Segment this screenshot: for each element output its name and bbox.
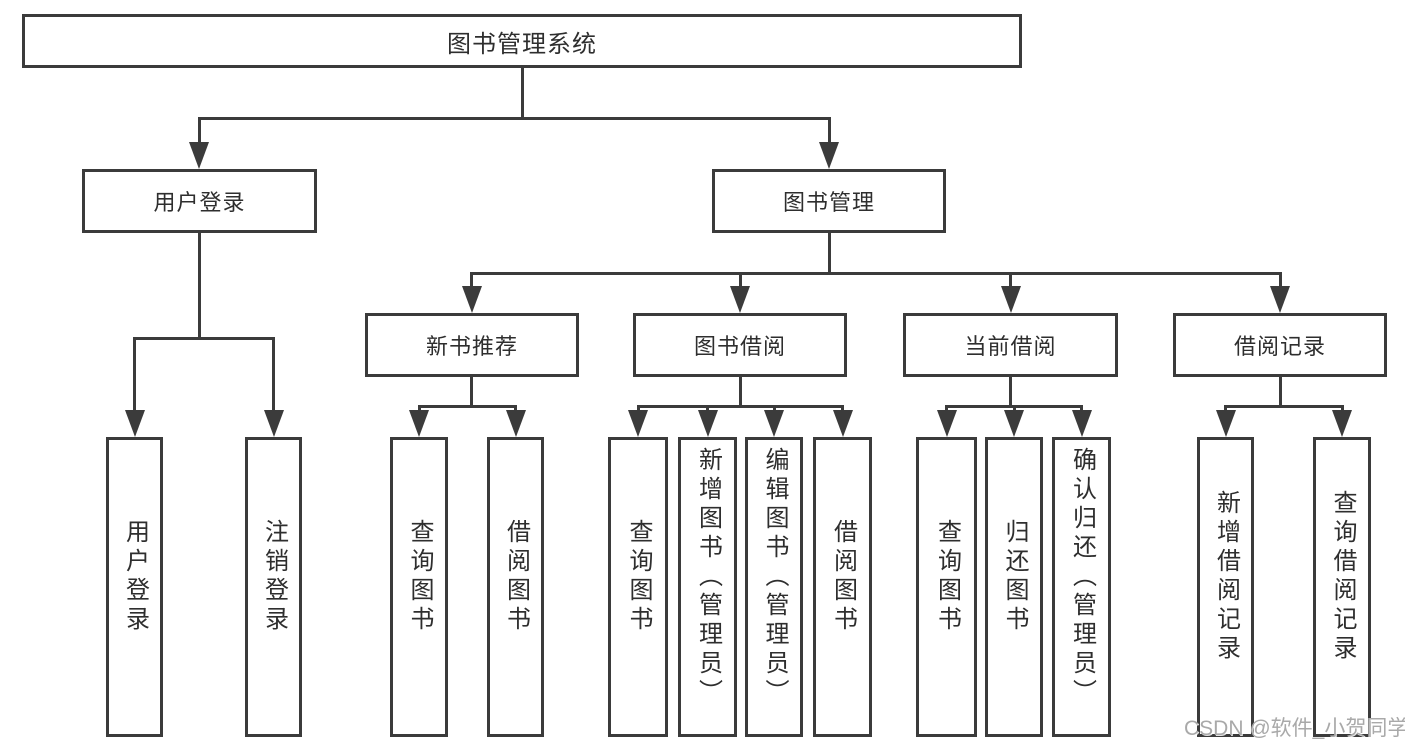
connector-drop-book-mgmt	[827, 117, 831, 147]
node-book-borrow: 图书借阅	[633, 313, 847, 377]
leaf-br-add-record: 新增借阅记录	[1197, 437, 1254, 737]
connector-drop-leaf-login	[133, 337, 136, 415]
connector-new-book-stem	[470, 377, 473, 405]
node-root-label: 图书管理系统	[447, 30, 597, 58]
leaf-cb-return-books: 归还图书	[985, 437, 1043, 737]
node-book-borrow-label: 图书借阅	[693, 334, 786, 359]
connector-borrow-record-branch	[1224, 405, 1343, 408]
arrowhead-bb-query	[628, 410, 648, 437]
arrowhead-book-borrow	[730, 286, 750, 313]
arrowhead-bb-borrow	[832, 410, 853, 437]
arrowhead-new-book	[461, 286, 482, 313]
connector-book-mgmt-stem	[827, 233, 831, 272]
arrowhead-user-login	[189, 142, 209, 169]
leaf-cb-return-books-label: 归还图书	[1001, 519, 1028, 635]
leaf-cb-confirm-return-admin-label: 确认归还（管理员）	[1068, 446, 1096, 708]
arrowhead-nb-query	[409, 410, 429, 437]
leaf-bb-borrow-books-label: 借阅图书	[829, 519, 857, 635]
connector-drop-leaf-logout	[272, 337, 275, 415]
connector-book-mgmt-branch	[470, 272, 1282, 275]
connector-root-stem	[520, 68, 524, 117]
connector-current-borrow-stem	[1009, 377, 1012, 405]
connector-drop-book-borrow	[738, 272, 742, 291]
leaf-nb-borrow-books: 借阅图书	[487, 437, 544, 737]
leaf-bb-query-books-label: 查询图书	[625, 519, 652, 635]
connector-drop-current-borrow	[1009, 272, 1012, 291]
leaf-bb-query-books: 查询图书	[608, 437, 668, 737]
arrowhead-cb-confirm	[1071, 410, 1092, 437]
arrowhead-br-query	[1332, 410, 1352, 437]
arrowhead-leaf-logout	[263, 410, 284, 437]
connector-book-borrow-branch	[636, 405, 844, 408]
arrowhead-br-add	[1215, 410, 1236, 437]
connector-user-login-branch	[133, 337, 275, 340]
leaf-cb-confirm-return-admin: 确认归还（管理员）	[1052, 437, 1111, 737]
node-borrow-record: 借阅记录	[1173, 313, 1387, 377]
node-user-login: 用户登录	[82, 169, 317, 233]
leaf-user-login: 用户登录	[106, 437, 163, 737]
arrowhead-bb-edit	[764, 410, 784, 437]
arrowhead-current-borrow	[1000, 286, 1021, 313]
connector-book-borrow-stem	[738, 377, 742, 405]
leaf-bb-add-books-admin: 新增图书（管理员）	[678, 437, 737, 737]
node-current-borrow: 当前借阅	[903, 313, 1118, 377]
connector-user-login-stem	[198, 233, 201, 337]
arrowhead-book-mgmt	[819, 142, 839, 169]
arrowhead-borrow-record	[1270, 286, 1290, 313]
leaf-bb-add-books-admin-label: 新增图书（管理员）	[694, 446, 722, 708]
leaf-nb-query-books: 查询图书	[390, 437, 448, 737]
leaf-br-add-record-label: 新增借阅记录	[1212, 490, 1240, 664]
node-root: 图书管理系统	[22, 14, 1022, 68]
leaf-user-login-label: 用户登录	[121, 519, 149, 635]
node-book-mgmt: 图书管理	[712, 169, 946, 233]
node-current-borrow-label: 当前借阅	[964, 334, 1057, 359]
arrowhead-cb-return	[1004, 410, 1024, 437]
connector-root-branch	[197, 117, 831, 120]
connector-drop-new-book	[470, 272, 473, 291]
leaf-cb-query-books-label: 查询图书	[933, 519, 961, 635]
arrowhead-cb-query	[936, 410, 957, 437]
node-new-book: 新书推荐	[365, 313, 579, 377]
leaf-cb-query-books: 查询图书	[916, 437, 977, 737]
leaf-br-query-record: 查询借阅记录	[1313, 437, 1371, 737]
arrowhead-leaf-login	[124, 410, 145, 437]
leaf-bb-borrow-books: 借阅图书	[813, 437, 872, 737]
leaf-bb-edit-books-admin: 编辑图书（管理员）	[745, 437, 803, 737]
leaf-bb-edit-books-admin-label: 编辑图书（管理员）	[761, 446, 788, 708]
arrowhead-bb-add	[697, 410, 718, 437]
node-new-book-label: 新书推荐	[425, 334, 518, 359]
arrowhead-nb-borrow	[505, 410, 526, 437]
connector-drop-user-login	[197, 117, 201, 147]
leaf-br-query-record-label: 查询借阅记录	[1329, 490, 1356, 664]
node-book-mgmt-label: 图书管理	[782, 190, 875, 215]
leaf-logout: 注销登录	[245, 437, 302, 737]
connector-new-book-branch	[417, 405, 517, 408]
leaf-logout-label: 注销登录	[260, 519, 288, 635]
leaf-nb-borrow-books-label: 借阅图书	[502, 519, 530, 635]
watermark-text: CSDN @软件_小贺同学	[1184, 717, 1405, 740]
connector-borrow-record-stem	[1278, 377, 1282, 405]
node-borrow-record-label: 借阅记录	[1233, 334, 1326, 359]
connector-drop-borrow-record	[1278, 272, 1282, 291]
leaf-nb-query-books-label: 查询图书	[406, 519, 433, 635]
node-user-login-label: 用户登录	[153, 190, 246, 215]
